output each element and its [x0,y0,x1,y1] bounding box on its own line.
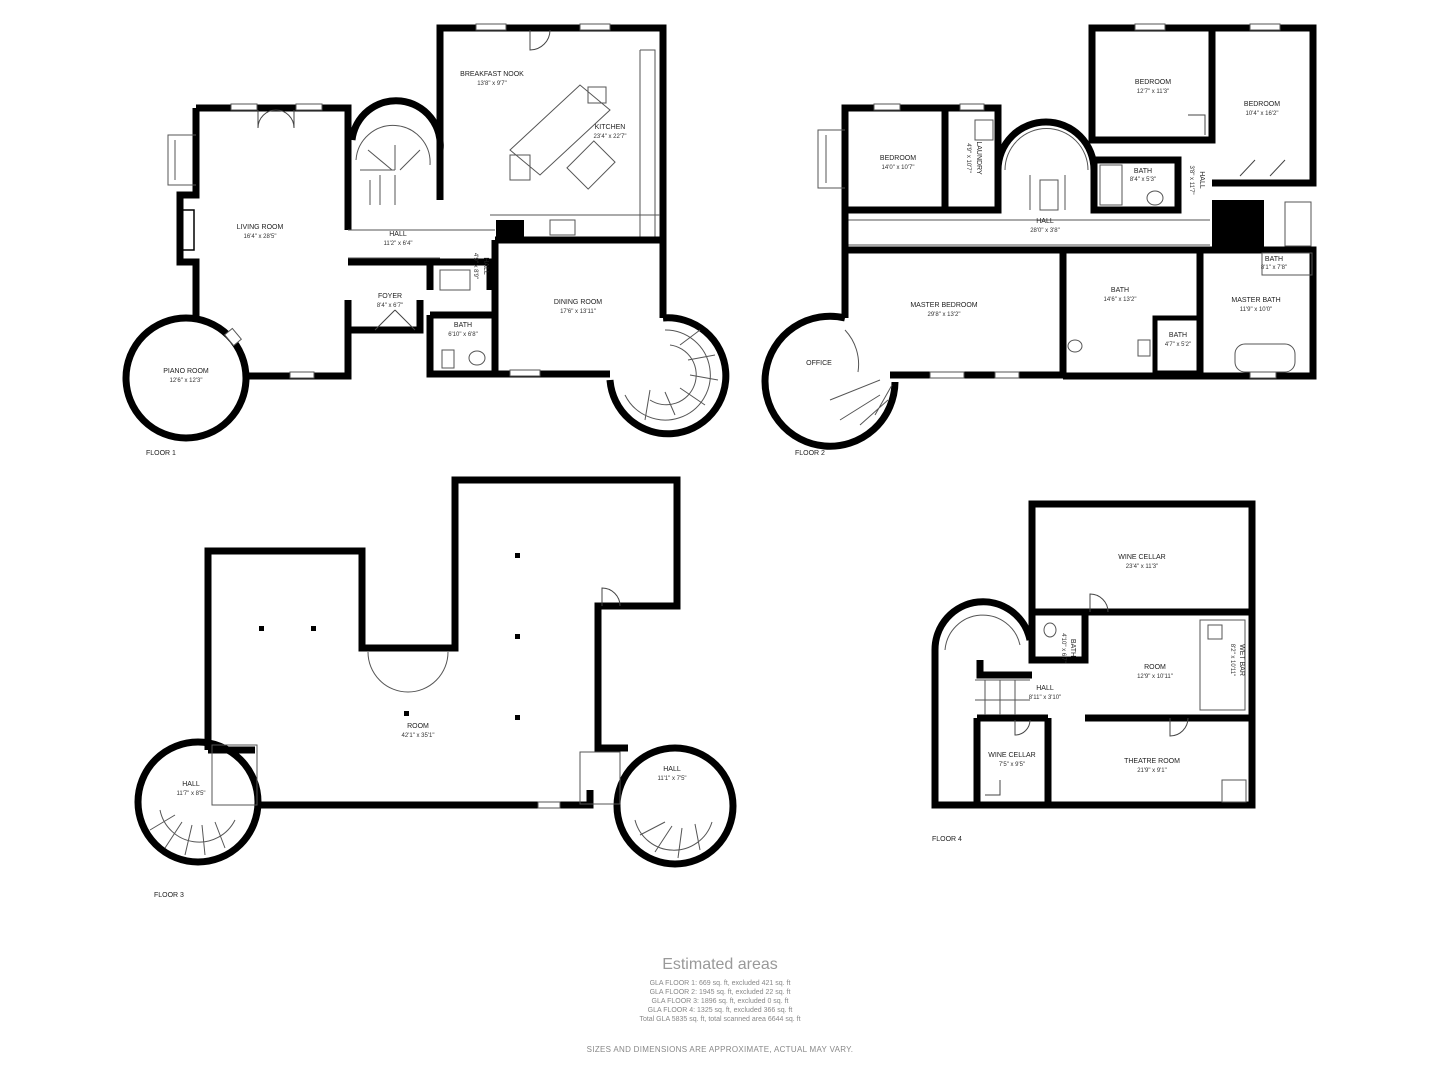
floor-2-room-labels: BEDROOM 14'0" x 10'7" LAUNDRY 4'9" x 10'… [806,79,1287,367]
floor-4-label: FLOOR 4 [932,836,962,843]
area-row-floor-1: GLA FLOOR 1: 669 sq. ft, excluded 421 sq… [649,980,791,987]
bath-1-name: BATH [1134,168,1152,175]
bath-dim: 6'10" x 6'8" [448,332,478,338]
bath-2-dim: 8'1" x 7'8" [1261,265,1287,271]
bath-3-name: BATH [1111,287,1129,294]
area-row-total: Total GLA 5835 sq. ft, total scanned are… [639,1016,801,1023]
bedroom-3-name: BEDROOM [1244,101,1280,108]
bath-4-name: BATH [1169,332,1187,339]
bath-4-dim: 4'7" x 5'2" [1165,342,1191,348]
room-dim: 42'1" x 35'1" [402,733,435,739]
dining-room-dim: 17'6" x 13'11" [560,309,596,315]
wine-cellar-2-name: WINE CELLAR [988,752,1035,759]
room-name: ROOM [1144,664,1166,671]
master-bedroom-name: MASTER BEDROOM [910,302,977,309]
floor-2-plan: FLOOR 2 [761,23,1317,457]
wet-bar-dim: 8'2" x 10'11" [1229,644,1235,676]
hall-2-name: HALL [482,257,489,275]
foyer-name: FOYER [378,293,402,300]
hall-dim: 28'0" x 3'8" [1030,228,1060,234]
master-bath-name: MASTER BATH [1231,297,1280,304]
bedroom-1-name: BEDROOM [880,155,916,162]
bath-3-dim: 14'6" x 13'2" [1104,297,1137,303]
area-row-floor-4: GLA FLOOR 4: 1325 sq. ft, excluded 366 s… [647,1007,793,1014]
floor-1-label: FLOOR 1 [146,450,176,457]
master-bath-dim: 11'9" x 10'0" [1240,307,1272,313]
wine-cellar-1-name: WINE CELLAR [1118,554,1165,561]
bedroom-1-dim: 14'0" x 10'7" [882,165,915,171]
room-name: ROOM [407,723,429,730]
estimated-areas: Estimated areas GLA FLOOR 1: 669 sq. ft,… [520,956,920,1024]
master-bedroom-dim: 29'8" x 13'2" [928,312,961,318]
hall-left-dim: 11'7" x 8'5" [176,791,205,797]
hall-right-name: HALL [663,766,681,773]
living-room-dim: 16'4" x 28'5" [244,234,277,240]
hall-2-dim: 4'9" x 8'9" [472,253,478,279]
bedroom-3-dim: 10'4" x 16'2" [1246,111,1279,117]
breakfast-nook-dim: 13'8" x 9'7" [477,81,507,87]
area-row-floor-3: GLA FLOOR 3: 1896 sq. ft, excluded 0 sq.… [651,998,789,1005]
hall-left-name: HALL [182,781,200,788]
wine-cellar-1-dim: 23'4" x 11'3" [1126,564,1158,570]
laundry-name: LAUNDRY [975,141,982,175]
bath-2-name: BATH [1265,256,1283,263]
estimated-areas-title: Estimated areas [662,956,778,973]
bedroom-2-name: BEDROOM [1135,79,1171,86]
laundry-dim: 4'9" x 10'7" [965,143,971,173]
hall-dim: 8'11" x 3'10" [1029,695,1061,701]
hall-right-dim: 11'1" x 7'5" [657,776,686,782]
breakfast-nook-name: BREAKFAST NOOK [460,71,524,78]
wine-cellar-2-dim: 7'5" x 9'5" [999,762,1025,768]
kitchen-name: KITCHEN [595,124,626,131]
floor-2-label: FLOOR 2 [795,450,825,457]
foyer-dim: 8'4" x 6'7" [377,303,403,309]
floor-4-room-labels: WINE CELLAR 23'4" x 11'3" BATH 4'10" x 6… [988,554,1245,774]
area-row-floor-2: GLA FLOOR 2: 1945 sq. ft, excluded 22 sq… [649,989,791,996]
floor-3-room-labels: ROOM 42'1" x 35'1" HALL 11'7" x 8'5" HAL… [176,723,686,797]
disclaimer: SIZES AND DIMENSIONS ARE APPROXIMATE, AC… [586,1045,854,1054]
living-room-name: LIVING ROOM [237,224,284,231]
kitchen-dim: 23'4" x 22'7" [594,134,627,140]
floor-4-plan: FLOOR 4 [931,500,1256,843]
hall-name: HALL [389,231,407,238]
bath-dim: 4'10" x 6'7" [1060,633,1066,663]
hall-name: HALL [1036,685,1054,692]
hall-small-dim: 3'8" x 11'7" [1188,165,1194,194]
hall-small-name: HALL [1198,171,1205,189]
bath-name: BATH [454,322,472,329]
floor-1-plan: FLOOR 1 [122,23,730,457]
theatre-room-name: THEATRE ROOM [1124,758,1180,765]
office-name: OFFICE [806,360,832,367]
piano-room-dim: 12'6" x 12'3" [170,378,203,384]
bath-1-dim: 8'4" x 5'3" [1130,177,1156,183]
bath-name: BATH [1069,639,1076,657]
dining-room-name: DINING ROOM [554,299,602,306]
bedroom-2-dim: 12'7" x 11'3" [1137,89,1169,95]
room-dim: 12'9" x 10'11" [1137,674,1173,680]
theatre-room-dim: 21'9" x 9'1" [1137,768,1167,774]
floor-3-plan: FLOOR 3 [134,476,737,899]
hall-name: HALL [1036,218,1054,225]
wet-bar-name: WET BAR [1238,644,1245,676]
hall-dim: 11'2" x 6'4" [383,241,412,247]
floor-3-label: FLOOR 3 [154,892,184,899]
piano-room-name: PIANO ROOM [163,368,209,375]
floor-1-room-labels: BREAKFAST NOOK 13'8" x 9'7" KITCHEN 23'4… [163,71,626,384]
